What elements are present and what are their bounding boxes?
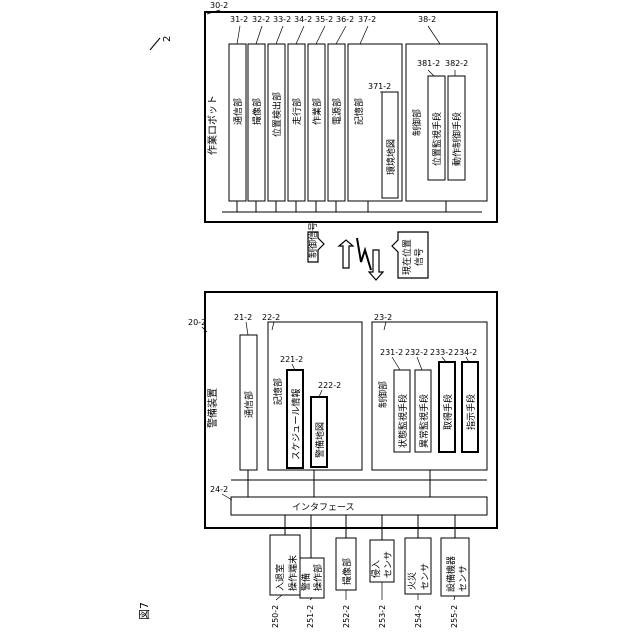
robot-unit-position-label: 位置検出部 (271, 92, 283, 137)
svg-text:382-2: 382-2 (445, 59, 468, 68)
robot-unit-travel-label: 走行部 (291, 98, 303, 125)
control-signal-label: 制御信号 (307, 222, 319, 258)
interface-bar (231, 497, 487, 515)
wireless-zigzag (357, 238, 371, 270)
security-comm-label: 通信部 (243, 391, 255, 418)
schedule-info-label: スケジュール情報 (290, 389, 302, 460)
svg-text:31-2: 31-2 (230, 15, 248, 24)
robot-ref: 30-2 (210, 1, 228, 10)
system-ref-arrow (150, 38, 160, 50)
svg-text:252-2: 252-2 (342, 605, 351, 628)
up-arrow (339, 240, 353, 268)
signal-area: 制御信号 現在位置 信号 (307, 222, 428, 280)
svg-text:38-2: 38-2 (418, 15, 436, 24)
security-map-label: 警備地図 (314, 422, 326, 458)
peripheral-fire-label-2: センサ (420, 563, 431, 590)
svg-text:234-2: 234-2 (454, 348, 477, 357)
svg-text:233-2: 233-2 (430, 348, 453, 357)
svg-text:24-2: 24-2 (210, 485, 228, 494)
svg-text:381-2: 381-2 (417, 59, 440, 68)
peripheral-security-panel-label-1: 警備 (300, 573, 312, 591)
peripheral-fire-label-1: 火災 (407, 572, 418, 590)
svg-text:232-2: 232-2 (405, 348, 428, 357)
svg-text:36-2: 36-2 (336, 15, 354, 24)
svg-text:37-2: 37-2 (358, 15, 376, 24)
svg-text:255-2: 255-2 (450, 605, 459, 628)
peripheral-labels: 入退室 操作端末 警備 操作部 撮像部 侵入 センサ 火災 センサ 設備機器 セ… (274, 551, 469, 592)
security-storage-label: 記憶部 (272, 378, 284, 405)
interface-label: インタフェース (292, 502, 355, 513)
svg-text:231-2: 231-2 (380, 348, 403, 357)
svg-text:22-2: 22-2 (262, 313, 280, 322)
robot-unit-work-label: 作業部 (311, 98, 323, 125)
system-ref: 2 (162, 36, 173, 42)
svg-text:図7: 図7 (138, 602, 151, 620)
svg-text:32-2: 32-2 (252, 15, 270, 24)
svg-text:作業ロボット: 作業ロボット (206, 95, 219, 155)
svg-text:33-2: 33-2 (273, 15, 291, 24)
security-bus (231, 470, 487, 497)
svg-text:253-2: 253-2 (378, 605, 387, 628)
robot-unit-power-label: 電源部 (331, 98, 343, 125)
svg-text:254-2: 254-2 (414, 605, 423, 628)
instruct-means-label: 指示手段 (465, 394, 477, 430)
svg-text:23-2: 23-2 (374, 313, 392, 322)
robot-bus (222, 201, 482, 212)
robot-motion-control-label: 動作制御手段 (451, 112, 463, 166)
svg-text:251-2: 251-2 (306, 605, 315, 628)
peripheral-ref-labels: 250-2 251-2 252-2 253-2 254-2 255-2 (271, 605, 459, 628)
position-signal-label-line1: 現在位置 (401, 239, 413, 275)
robot-title: 作業ロボット (206, 95, 219, 155)
robot-control-label: 制御部 (411, 109, 423, 136)
peripheral-camera-label: 撮像部 (341, 558, 353, 585)
peripheral-intrusion-label-1: 侵入 (370, 560, 382, 578)
svg-text:35-2: 35-2 (315, 15, 333, 24)
robot-storage-label: 記憶部 (353, 98, 365, 125)
svg-text:371-2: 371-2 (368, 82, 391, 91)
svg-text:222-2: 222-2 (318, 381, 341, 390)
peripheral-boxes (270, 535, 469, 598)
position-signal-label-line2: 信号 (413, 248, 425, 266)
svg-text:21-2: 21-2 (234, 313, 252, 322)
peripheral-entry-terminal-label-1: 入退室 (274, 564, 286, 591)
robot-ref-labels: 31-2 32-2 33-2 34-2 35-2 36-2 37-2 371-2… (230, 15, 468, 91)
figure-label: 図7 (138, 602, 151, 620)
robot-position-monitor-label: 位置監視手段 (431, 112, 443, 166)
security-control-label: 制御部 (377, 381, 389, 408)
robot-env-map-label: 環境地図 (385, 139, 397, 175)
peripheral-equipment-label-2: センサ (458, 565, 469, 592)
peripheral-security-panel-label-2: 操作部 (312, 564, 324, 591)
svg-text:221-2: 221-2 (280, 355, 303, 364)
security-title: 警備装置 (206, 388, 219, 428)
down-arrow (369, 250, 383, 280)
anomaly-monitor-label: 異常監視手段 (418, 394, 430, 448)
security-labels: 通信部 記憶部 スケジュール情報 警備地図 制御部 状態監視手段 異常監視手段 … (243, 378, 477, 460)
security-ref: 20-2 (188, 318, 206, 327)
svg-text:2: 2 (162, 36, 173, 42)
peripheral-intrusion-label-2: センサ (383, 551, 394, 578)
svg-text:34-2: 34-2 (294, 15, 312, 24)
robot-unit-camera-label: 撮像部 (251, 98, 263, 125)
robot-unit-comm-label: 通信部 (232, 98, 244, 125)
peripheral-entry-terminal-label-2: 操作端末 (287, 555, 299, 591)
acquire-means-label: 取得手段 (442, 394, 454, 430)
state-monitor-label: 状態監視手段 (397, 394, 409, 448)
svg-text:250-2: 250-2 (271, 605, 280, 628)
peripheral-equipment-label-1: 設備機器 (445, 556, 457, 592)
